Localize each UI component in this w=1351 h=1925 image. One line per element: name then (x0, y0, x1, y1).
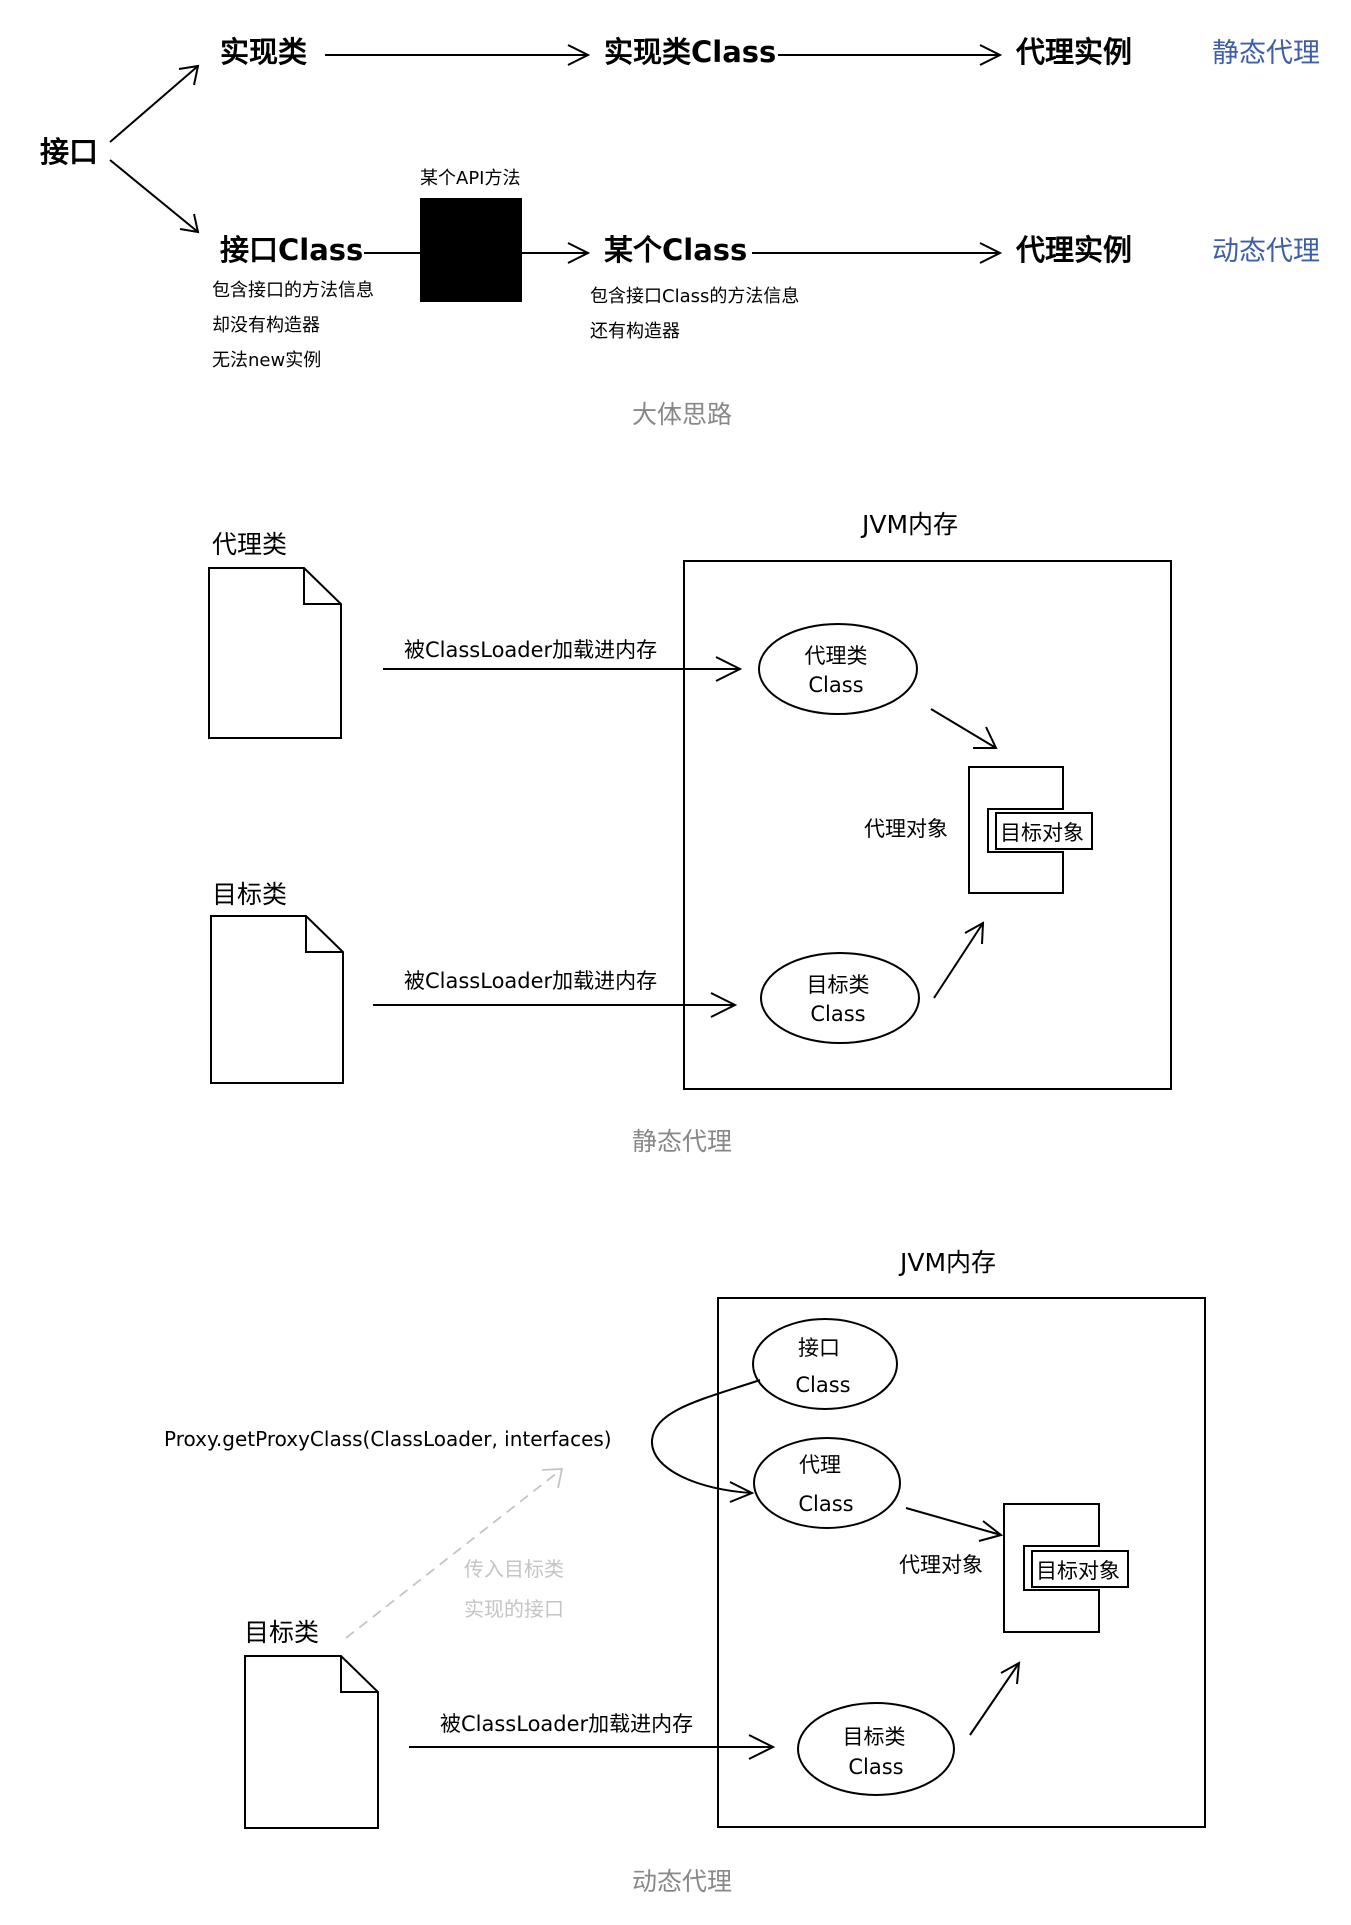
jvm-memory-box-static (683, 560, 1172, 1090)
proxy-class-ellipse-line2: Class (808, 673, 863, 697)
proxy-instance-dynamic: 代理实例 (1015, 233, 1132, 267)
interface-class-label: 接口Class (220, 233, 363, 267)
interface-note-1: 包含接口的方法信息 (212, 280, 374, 301)
target-object-box-static (995, 812, 1093, 850)
impl-class-label: 实现类 (220, 35, 307, 69)
branch-arrow-down (109, 159, 199, 233)
static-proxy-tag: 静态代理 (1212, 38, 1320, 69)
jvm-memory-box-dynamic (717, 1297, 1206, 1828)
some-class-note-2: 还有构造器 (590, 321, 680, 342)
proxy-api-call-label: Proxy.getProxyClass(ClassLoader, interfa… (164, 1427, 612, 1451)
proxy-ellipse-line1: 代理 (799, 1453, 841, 1477)
arrow-targetclass-to-object-dynamic (969, 1662, 1020, 1736)
arrow-proxyclass-to-object (930, 708, 997, 749)
some-class-note-1: 包含接口Class的方法信息 (590, 286, 799, 307)
interface-note-2: 却没有构造器 (212, 315, 320, 336)
target-class-file-icon-dynamic (244, 1655, 379, 1829)
proxy-class-ellipse-line1: 代理类 (805, 644, 868, 668)
impl-class-object-label: 实现类Class (604, 35, 776, 69)
target-class-ellipse-line2: Class (810, 1002, 865, 1026)
target-object-label-dynamic: 目标对象 (1036, 1559, 1120, 1583)
pass-label-line2: 实现的接口 (464, 1597, 564, 1621)
pass-target-interface-arrow (345, 1468, 563, 1639)
static-proxy-diagram: 代理类 被ClassLoader加载进内存 目标类 被ClassLoader加载… (208, 510, 1172, 1156)
target-ellipse-line1: 目标类 (843, 1725, 906, 1749)
jvm-memory-label-static: JVM内存 (860, 510, 958, 539)
load-label-target: 被ClassLoader加载进内存 (404, 969, 657, 993)
target-object-label-static: 目标对象 (1000, 821, 1084, 845)
target-class-file-label: 目标类 (212, 880, 287, 909)
target-class-file-label-dynamic: 目标类 (244, 1618, 319, 1647)
target-ellipse-line2: Class (848, 1755, 903, 1779)
arrow-targetclass-to-object (933, 922, 984, 999)
proxy-object-shape-dynamic (1003, 1503, 1100, 1633)
load-label-dynamic: 被ClassLoader加载进内存 (440, 1712, 693, 1736)
interface-ellipse-line1: 接口 (798, 1336, 840, 1360)
jvm-memory-label-dynamic: JVM内存 (898, 1248, 996, 1277)
proxy-object-label-static: 代理对象 (864, 817, 948, 841)
api-method-label: 某个API方法 (420, 168, 520, 189)
target-class-ellipse-dynamic (797, 1702, 955, 1796)
proxy-class-file-icon (208, 567, 342, 739)
interface-ellipse-line2: Class (795, 1373, 850, 1397)
proxy-class-file-label: 代理类 (212, 530, 287, 559)
target-class-file-icon (210, 915, 344, 1084)
dynamic-proxy-tag: 动态代理 (1212, 236, 1320, 267)
target-class-ellipse-line1: 目标类 (807, 973, 870, 997)
interface-note-3: 无法new实例 (212, 350, 321, 371)
arrow-proxyclass-to-object-dynamic (905, 1507, 1002, 1536)
proxy-ellipse-line2: Class (798, 1492, 853, 1516)
pass-label-line1: 传入目标类 (464, 1557, 564, 1581)
proxy-class-ellipse (758, 623, 918, 715)
target-object-box-dynamic (1031, 1550, 1129, 1588)
overview-caption: 大体思路 (632, 400, 732, 429)
api-black-box (420, 198, 522, 302)
curve-interface-to-proxy (650, 1379, 761, 1494)
interface-label: 接口 (40, 135, 98, 169)
proxy-instance-static: 代理实例 (1015, 35, 1132, 69)
interface-class-ellipse (752, 1318, 898, 1410)
proxy-class-ellipse-dynamic (753, 1437, 901, 1529)
proxy-object-label-dynamic: 代理对象 (899, 1553, 983, 1577)
static-proxy-caption: 静态代理 (632, 1127, 732, 1156)
branch-arrow-up (109, 65, 199, 143)
load-label-proxy: 被ClassLoader加载进内存 (404, 638, 657, 662)
some-class-label: 某个Class (604, 233, 747, 267)
overview-diagram: 接口 实现类 实现类Class 代理实例 静态代理 接口Class 包含接口的方… (40, 35, 1320, 429)
dynamic-proxy-diagram: JVM内存 接口 Class 代理 Class Proxy.getProxyCl… (164, 1248, 1206, 1896)
target-class-ellipse-static (760, 952, 920, 1044)
dynamic-proxy-caption: 动态代理 (632, 1867, 732, 1896)
